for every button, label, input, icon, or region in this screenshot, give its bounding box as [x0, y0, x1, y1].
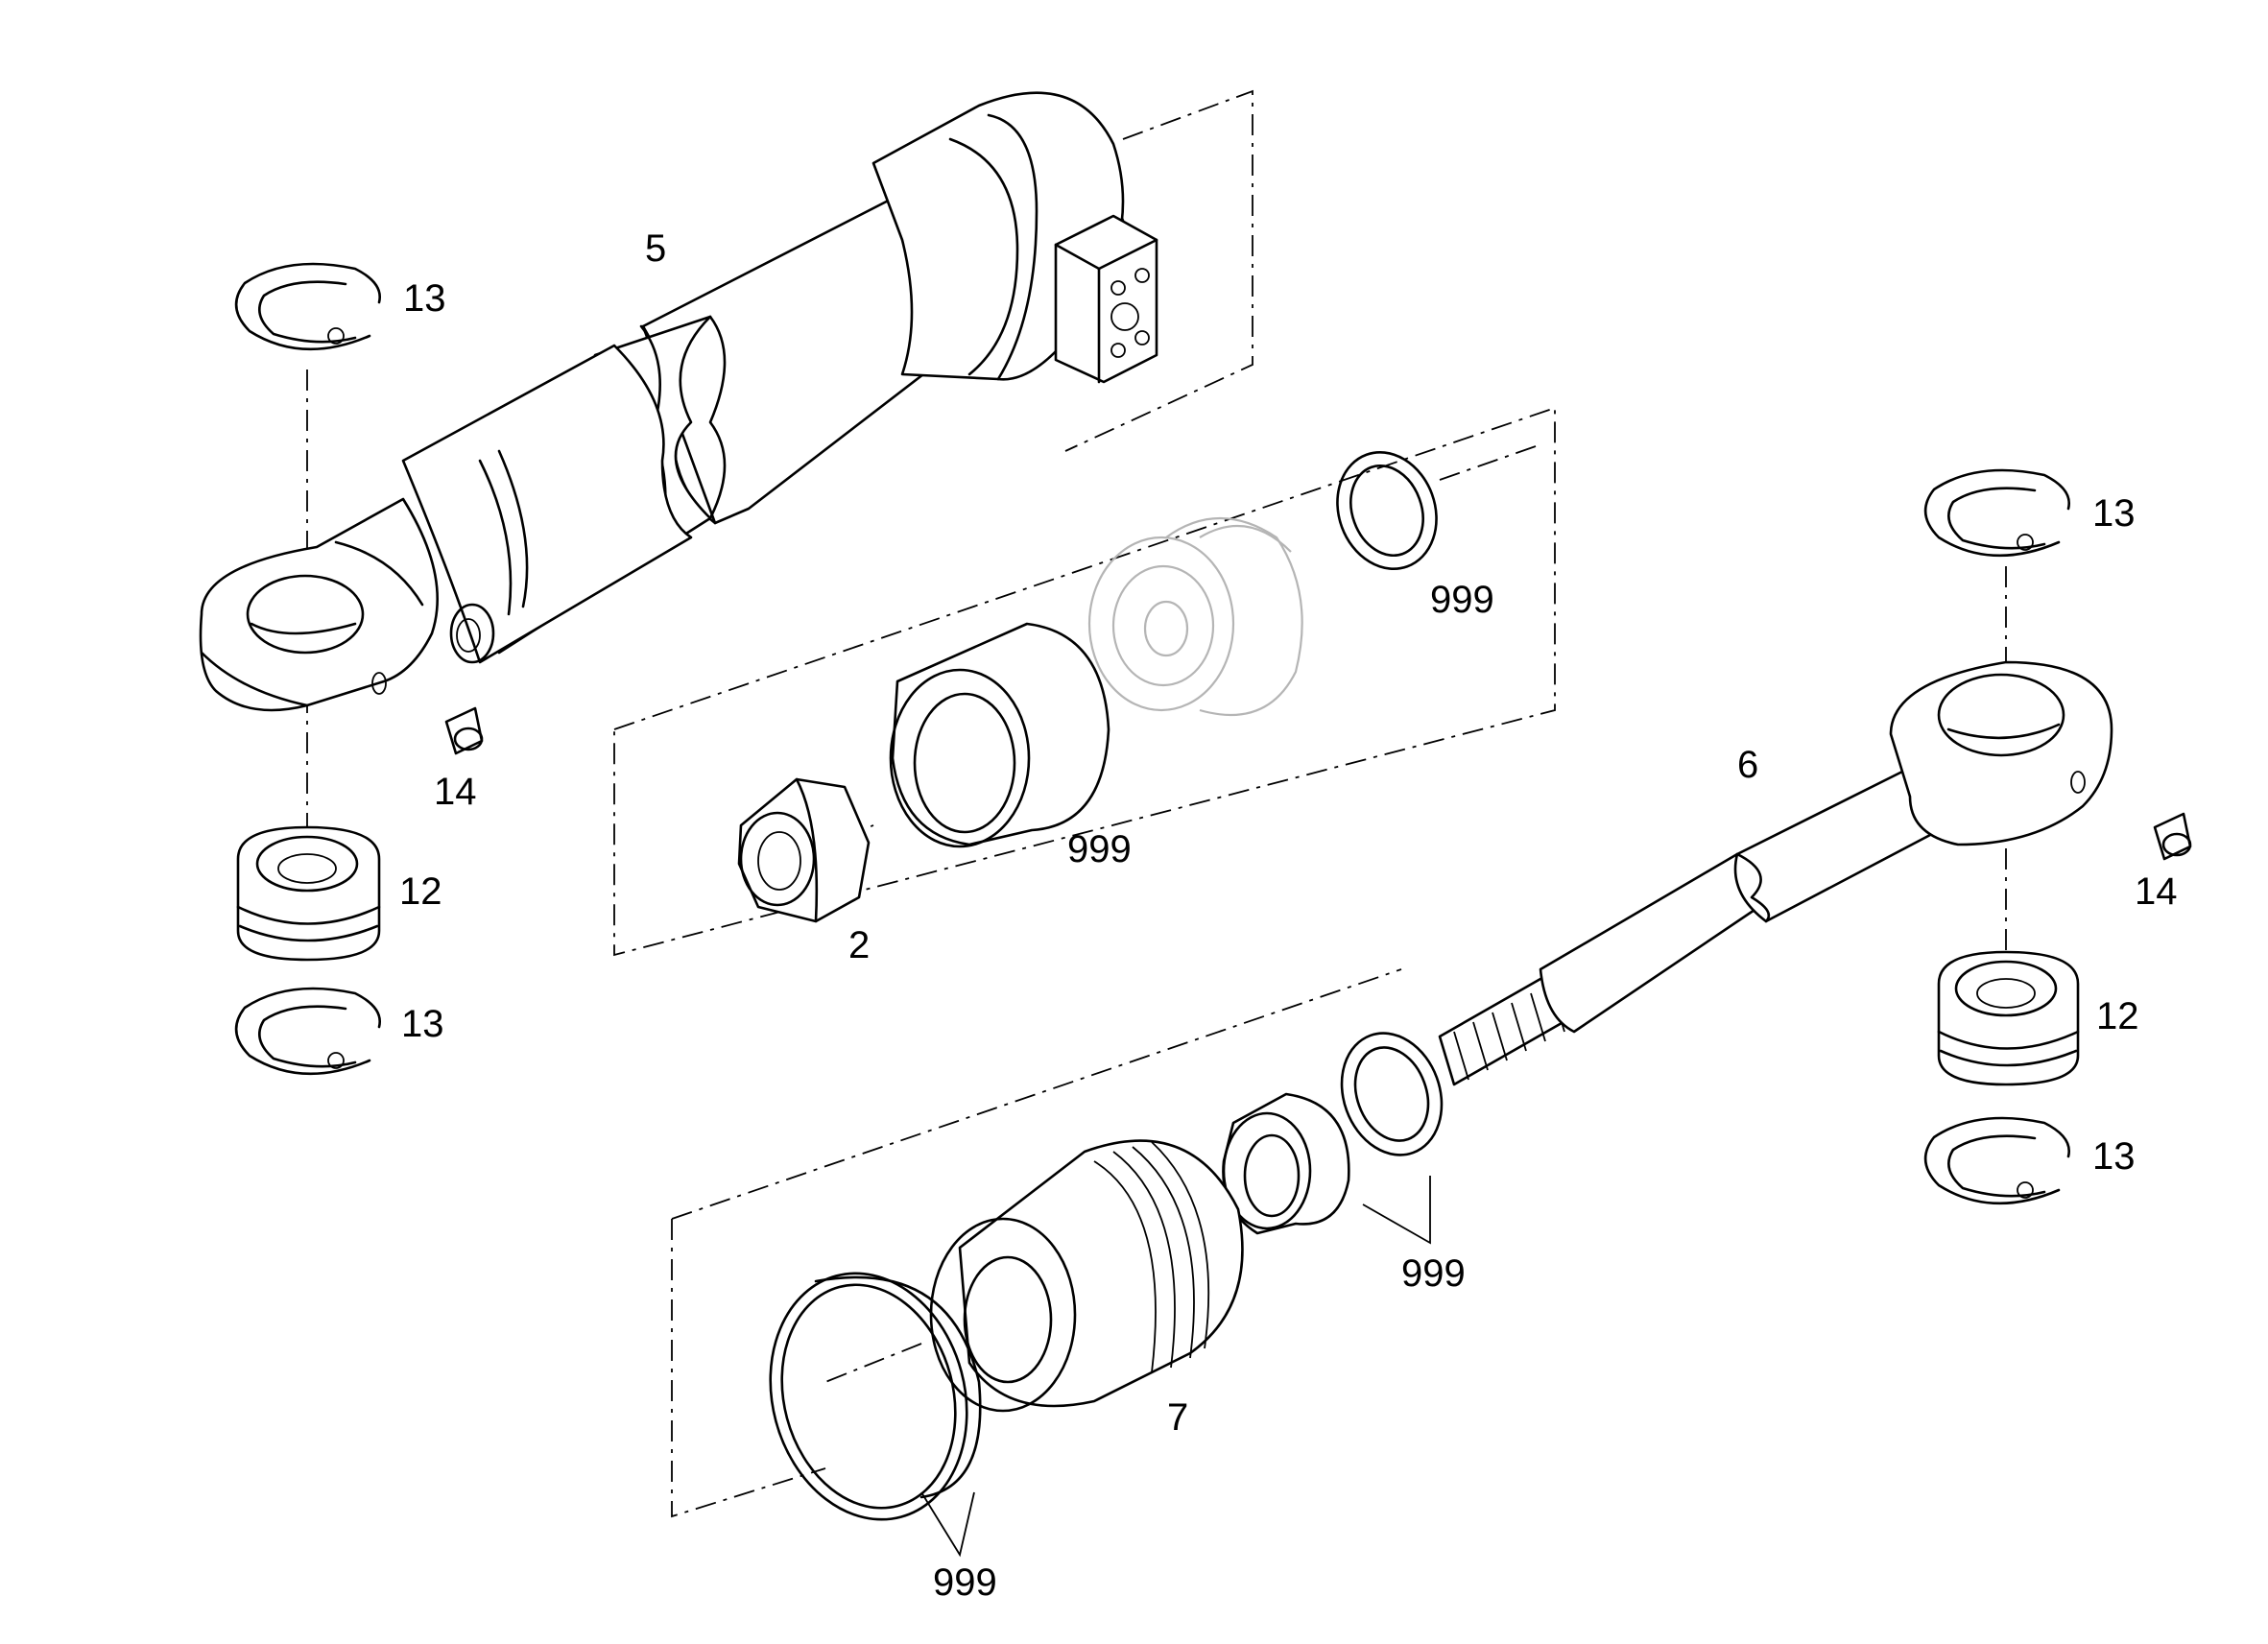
label-snap-ring-top-left: 13 — [403, 277, 446, 320]
label-gland: 7 — [1167, 1396, 1188, 1439]
label-bearing-left: 12 — [399, 870, 442, 913]
label-snap-ring-bottom-right: 13 — [2092, 1135, 2136, 1178]
label-rod-seals: 999 — [1401, 1252, 1466, 1295]
piston-rod — [1438, 660, 2113, 1086]
part-labels: 5 13 14 12 13 2 999 999 6 13 14 12 13 99… — [399, 227, 2178, 1604]
gland — [929, 1139, 1244, 1413]
piston-seal-ring — [1336, 450, 1438, 571]
label-piston-rod: 6 — [1737, 744, 1758, 786]
cylinder-tube — [199, 91, 1158, 712]
grub-screw-left — [444, 706, 484, 755]
snap-ring-top-right — [1923, 468, 2070, 558]
label-grub-screw-left: 14 — [434, 771, 477, 813]
rod-seal-ring-large — [1340, 1032, 1444, 1156]
spherical-bearing-right — [1937, 950, 2080, 1086]
hex-nut — [737, 777, 871, 923]
rod-seal-bushing — [1222, 1092, 1350, 1235]
label-cylinder-tube: 5 — [645, 227, 666, 270]
label-bearing-right: 12 — [2096, 995, 2139, 1037]
snap-ring-bottom-left — [234, 987, 381, 1076]
snap-ring-bottom-right — [1923, 1116, 2070, 1205]
label-piston-seal: 999 — [1430, 579, 1494, 621]
spherical-bearing-left — [236, 825, 381, 962]
gland-seal-rings — [769, 1272, 982, 1521]
label-grub-screw-right: 14 — [2135, 870, 2178, 913]
leader-lines — [920, 1176, 1431, 1558]
grub-screw-right — [2153, 812, 2192, 861]
label-snap-ring-bottom-left: 13 — [401, 1003, 444, 1045]
piston-guide-ring — [889, 622, 1110, 848]
label-piston-guide-ring: 999 — [1067, 828, 1132, 870]
snap-ring-top-left — [234, 262, 381, 351]
label-snap-ring-top-right: 13 — [2092, 492, 2136, 535]
label-nut: 2 — [848, 924, 870, 966]
piston-ghost — [1087, 516, 1303, 717]
label-gland-seals: 999 — [933, 1561, 997, 1604]
